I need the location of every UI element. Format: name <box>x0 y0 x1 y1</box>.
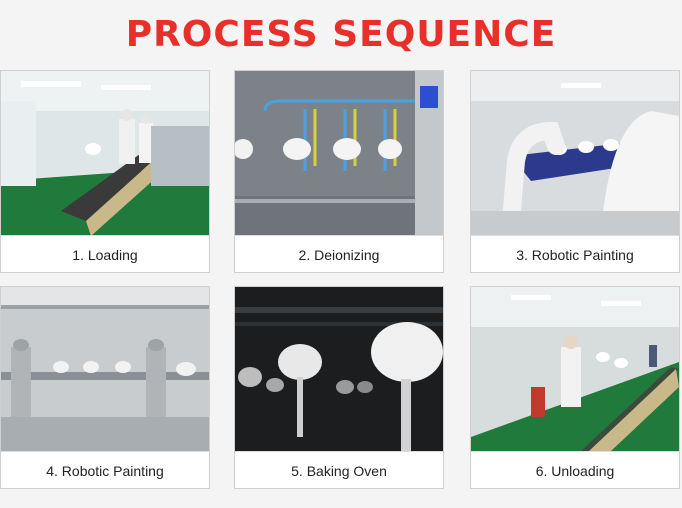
loading-photo <box>1 71 209 235</box>
deionizing-photo <box>235 71 443 235</box>
step-card-robotic-painting-2: 4. Robotic Painting <box>0 286 210 489</box>
step-card-robotic-painting-1: 3. Robotic Painting <box>470 70 680 273</box>
step-label: 5. Baking Oven <box>235 451 443 490</box>
robotic-painting-photo-2 <box>1 287 209 451</box>
step-label: 3. Robotic Painting <box>471 235 679 274</box>
step-label: 1. Loading <box>1 235 209 274</box>
step-card-baking-oven: 5. Baking Oven <box>234 286 444 489</box>
baking-oven-photo <box>235 287 443 451</box>
step-label: 4. Robotic Painting <box>1 451 209 490</box>
step-card-unloading: 6. Unloading <box>470 286 680 489</box>
robotic-painting-photo-1 <box>471 71 679 235</box>
step-card-deionizing: 2. Deionizing <box>234 70 444 273</box>
step-label: 2. Deionizing <box>235 235 443 274</box>
step-label: 6. Unloading <box>471 451 679 490</box>
page-title: PROCESS SEQUENCE <box>125 14 557 55</box>
step-card-loading: 1. Loading <box>0 70 210 273</box>
unloading-photo <box>471 287 679 451</box>
